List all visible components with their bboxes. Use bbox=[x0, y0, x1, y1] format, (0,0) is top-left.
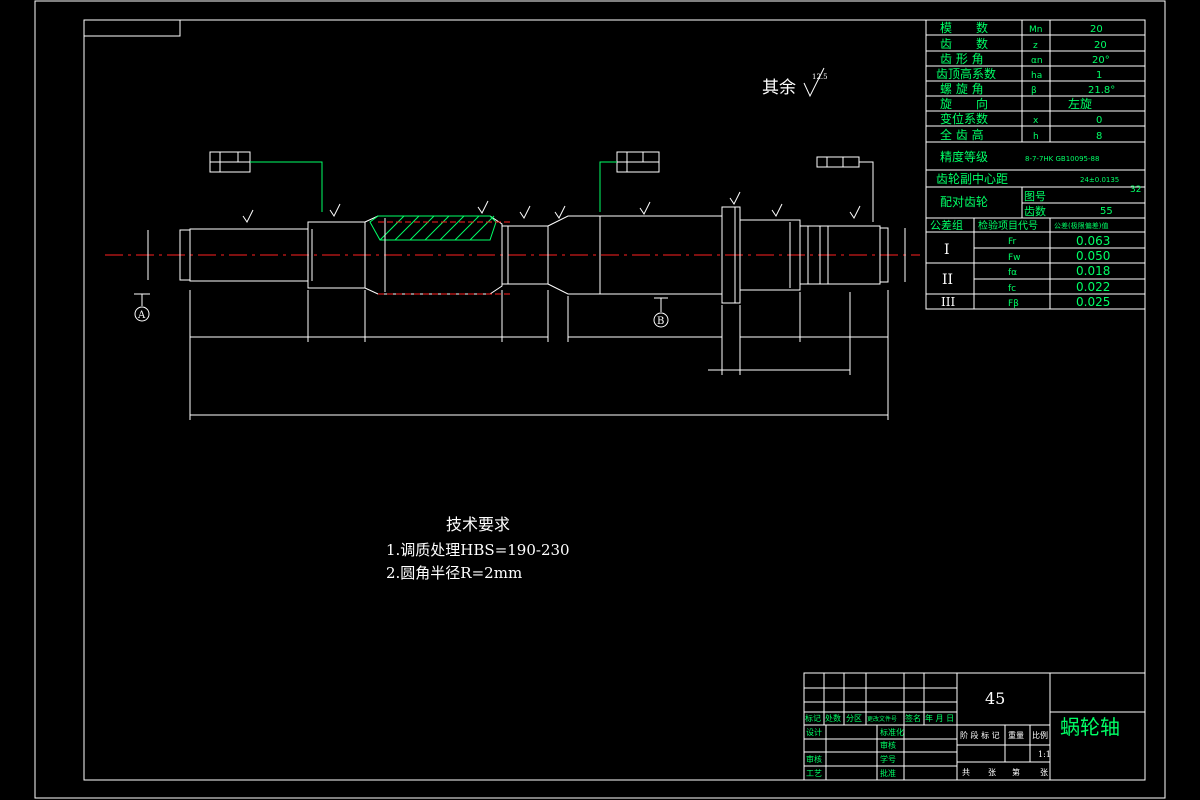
title-block bbox=[803, 672, 1146, 781]
parameter-table bbox=[925, 19, 1146, 310]
diameter-dimensions bbox=[147, 207, 906, 303]
svg-text:公差(极限偏差)值: 公差(极限偏差)值 bbox=[1054, 221, 1108, 230]
length-dimensions bbox=[189, 290, 889, 420]
svg-text:Fβ: Fβ bbox=[1008, 299, 1019, 309]
roughness-symbol: 12.5 bbox=[803, 67, 828, 98]
svg-text:审核: 审核 bbox=[806, 754, 822, 764]
svg-text:12.5: 12.5 bbox=[812, 73, 828, 81]
svg-text:0.018: 0.018 bbox=[1076, 264, 1110, 278]
inner-frame bbox=[83, 19, 1146, 781]
svg-text:II: II bbox=[942, 272, 953, 288]
svg-text:变位系数: 变位系数 bbox=[940, 111, 988, 126]
svg-text:更改文件号: 更改文件号 bbox=[867, 715, 897, 723]
svg-text:32: 32 bbox=[1130, 185, 1141, 195]
svg-text:x: x bbox=[1033, 116, 1039, 126]
svg-text:8: 8 bbox=[1096, 131, 1102, 142]
outer-frame bbox=[34, 0, 1166, 799]
tech-item-1: 1.调质处理HBS=190-230 bbox=[386, 541, 570, 559]
svg-text:阶 段 标 记: 阶 段 标 记 bbox=[960, 730, 1000, 740]
svg-text:20: 20 bbox=[1090, 24, 1103, 35]
svg-text:比例: 比例 bbox=[1032, 730, 1048, 740]
param-labels: 模 数 Mn 20 齿 数 z 20 齿 形 角 αn 20° 齿顶高系数 ha… bbox=[930, 20, 1141, 309]
svg-text:0.050: 0.050 bbox=[1076, 249, 1110, 263]
tech-item-2: 2.圆角半径R=2mm bbox=[386, 564, 522, 582]
svg-text:模 数: 模 数 bbox=[940, 20, 988, 35]
svg-text:Fw: Fw bbox=[1008, 253, 1021, 263]
title-block-text: 45 蜗轮轴 标记 处数 分区 更改文件号 签名 年 月 日 设计 审核 工艺 … bbox=[805, 689, 1120, 778]
svg-text:配对齿轮: 配对齿轮 bbox=[940, 195, 988, 209]
svg-text:0.022: 0.022 bbox=[1076, 280, 1110, 294]
svg-text:齿数: 齿数 bbox=[1024, 205, 1046, 218]
svg-text:fα: fα bbox=[1008, 268, 1017, 278]
svg-text:齿轮副中心距: 齿轮副中心距 bbox=[936, 171, 1008, 186]
svg-text:齿 形 角: 齿 形 角 bbox=[940, 52, 984, 66]
svg-text:Fr: Fr bbox=[1008, 237, 1017, 247]
svg-text:Mn: Mn bbox=[1029, 25, 1042, 35]
svg-text:齿顶高系数: 齿顶高系数 bbox=[936, 66, 996, 81]
svg-text:分区: 分区 bbox=[846, 714, 862, 723]
part-title: 蜗轮轴 bbox=[1060, 715, 1120, 739]
svg-text:张: 张 bbox=[1040, 768, 1048, 777]
svg-text:左旋: 左旋 bbox=[1068, 96, 1092, 111]
corner-box bbox=[83, 19, 181, 37]
roughness-marks bbox=[242, 191, 861, 223]
svg-text:精度等级: 精度等级 bbox=[940, 149, 988, 164]
svg-text:8-7-7HK GB10095-88: 8-7-7HK GB10095-88 bbox=[1025, 155, 1099, 163]
material: 45 bbox=[985, 689, 1005, 708]
svg-text:55: 55 bbox=[1100, 206, 1113, 217]
svg-text:共: 共 bbox=[962, 768, 970, 777]
worm-thread-hatch bbox=[369, 215, 510, 295]
svg-text:张: 张 bbox=[988, 768, 996, 777]
svg-text:z: z bbox=[1033, 41, 1038, 51]
svg-text:ha: ha bbox=[1031, 71, 1042, 81]
svg-text:I: I bbox=[944, 242, 950, 258]
svg-text:批准: 批准 bbox=[880, 768, 896, 778]
svg-text:24±0.0135: 24±0.0135 bbox=[1080, 176, 1119, 184]
svg-text:h: h bbox=[1033, 132, 1039, 142]
svg-text:工艺: 工艺 bbox=[806, 769, 822, 778]
svg-text:0.063: 0.063 bbox=[1076, 234, 1110, 248]
svg-text:A: A bbox=[137, 310, 146, 321]
svg-text:B: B bbox=[657, 316, 664, 327]
svg-text:螺 旋 角: 螺 旋 角 bbox=[940, 82, 984, 96]
surface-note: 其余 bbox=[762, 78, 796, 98]
svg-text:检验项目代号: 检验项目代号 bbox=[978, 219, 1038, 232]
svg-text:设计: 设计 bbox=[806, 727, 822, 737]
svg-text:学号: 学号 bbox=[880, 754, 896, 764]
svg-text:旋 向: 旋 向 bbox=[940, 96, 988, 111]
svg-text:fc: fc bbox=[1008, 284, 1016, 294]
svg-text:第: 第 bbox=[1012, 767, 1020, 777]
svg-text:αn: αn bbox=[1031, 56, 1043, 66]
svg-text:审核: 审核 bbox=[880, 740, 896, 750]
svg-text:全 齿 高: 全 齿 高 bbox=[940, 127, 984, 142]
svg-text:20°: 20° bbox=[1092, 55, 1110, 66]
svg-text:标记: 标记 bbox=[805, 713, 821, 723]
datum-a-marker: A bbox=[134, 293, 150, 322]
svg-text:20: 20 bbox=[1094, 40, 1107, 51]
svg-text:1: 1 bbox=[1096, 70, 1102, 81]
svg-text:重量: 重量 bbox=[1008, 730, 1024, 740]
tolerance-frame-mid bbox=[599, 151, 660, 212]
svg-text:1:1: 1:1 bbox=[1038, 750, 1051, 759]
svg-text:β: β bbox=[1031, 86, 1037, 96]
svg-text:公差组: 公差组 bbox=[930, 218, 963, 232]
svg-text:标准化: 标准化 bbox=[880, 727, 904, 737]
svg-text:齿 数: 齿 数 bbox=[940, 36, 988, 51]
svg-text:图号: 图号 bbox=[1024, 190, 1046, 203]
svg-text:0.025: 0.025 bbox=[1076, 295, 1110, 309]
tolerance-frame-left bbox=[209, 151, 323, 212]
svg-text:21.8°: 21.8° bbox=[1088, 85, 1115, 96]
tolerance-frame-right bbox=[816, 156, 874, 222]
svg-text:III: III bbox=[941, 295, 955, 309]
datum-b-marker: B bbox=[653, 297, 669, 328]
svg-text:0: 0 bbox=[1096, 115, 1102, 126]
tech-heading: 技术要求 bbox=[446, 515, 510, 534]
svg-text:年 月 日: 年 月 日 bbox=[925, 713, 954, 723]
svg-text:签名: 签名 bbox=[905, 713, 921, 723]
svg-text:处数: 处数 bbox=[825, 713, 841, 723]
